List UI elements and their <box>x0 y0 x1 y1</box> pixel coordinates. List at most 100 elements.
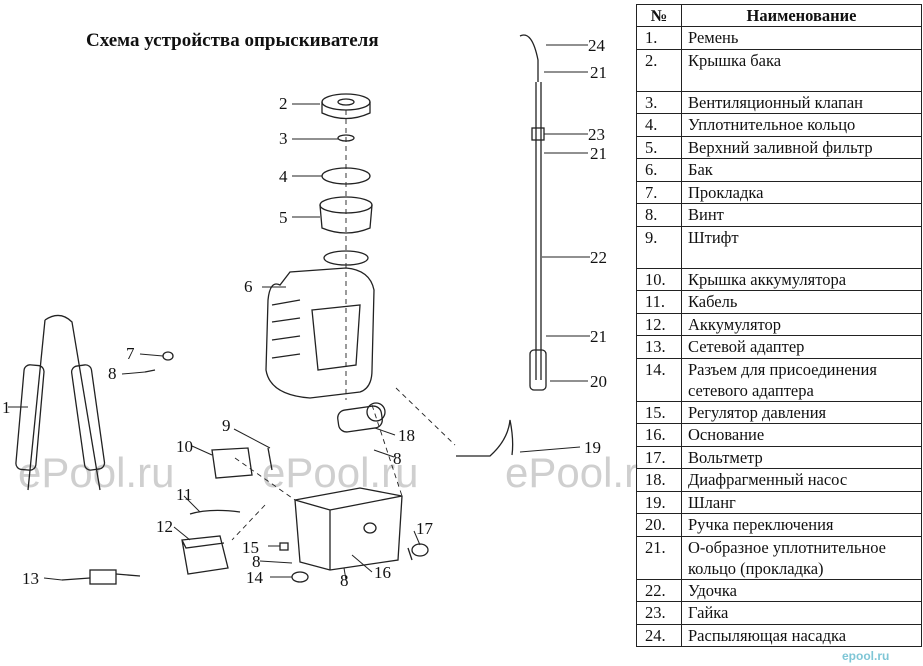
table-row: 21.О-образное уплотнительное кольцо (про… <box>636 535 922 580</box>
table-row: 19.Шланг <box>636 490 922 514</box>
callout-23: 23 <box>588 125 605 144</box>
row-number: 3. <box>636 90 682 114</box>
table-row: 17.Вольтметр <box>636 445 922 469</box>
row-number: 16. <box>636 423 682 447</box>
battery-part <box>181 535 229 575</box>
row-name: Ремень <box>681 26 922 50</box>
table-row: 3.Вентиляционный клапан <box>636 90 922 114</box>
row-number: 6. <box>636 158 682 182</box>
hose-part <box>456 419 514 457</box>
callout-17: 17 <box>416 519 434 538</box>
callout-10: 10 <box>176 437 193 456</box>
row-number: 2. <box>636 48 682 92</box>
row-name: Ручка переключения <box>681 513 922 537</box>
callout-24: 24 <box>588 36 606 55</box>
callout-21c: 21 <box>590 327 607 346</box>
row-number: 14. <box>636 357 682 402</box>
table-row: 20.Ручка переключения <box>636 513 922 537</box>
row-name: Основание <box>681 423 922 447</box>
row-number: 10. <box>636 267 682 291</box>
row-number: 22. <box>636 578 682 602</box>
exploded-view: ePool.ru ePool.ru ePool.ru <box>2 34 640 590</box>
watermark-3: ePool.ru <box>505 449 640 496</box>
pump-part <box>337 402 386 433</box>
row-name: Прокладка <box>681 180 922 204</box>
table-row: 9.Штифт <box>636 225 922 269</box>
row-number: 17. <box>636 445 682 469</box>
callout-13: 13 <box>22 569 39 588</box>
table-row: 8.Винт <box>636 203 922 227</box>
row-name: Диафрагменный насос <box>681 468 922 492</box>
tank-part <box>265 250 375 399</box>
pin-part <box>267 447 273 471</box>
table-row: 7.Прокладка <box>636 180 922 204</box>
row-name: Верхний заливной фильтр <box>681 135 922 159</box>
table-row: 18.Диафрагменный насос <box>636 468 922 492</box>
callout-18: 18 <box>398 426 415 445</box>
row-number: 1. <box>636 26 682 50</box>
table-row: 1.Ремень <box>636 26 922 50</box>
row-name: Штифт <box>681 225 922 269</box>
row-name: О-образное уплотнительное кольцо (прокла… <box>681 535 922 580</box>
row-name: Вольтметр <box>681 445 922 469</box>
callout-16: 16 <box>374 563 391 582</box>
corner-logo-text: epool.ru <box>842 649 889 663</box>
callout-labels: 1 2 3 4 5 6 7 8 9 10 11 12 13 14 15 8 16… <box>2 36 607 590</box>
row-name: Сетевой адаптер <box>681 335 922 359</box>
callout-8a: 8 <box>108 364 117 383</box>
gasket-part <box>162 351 174 361</box>
callout-2: 2 <box>279 94 288 113</box>
assembly-lines <box>231 110 456 541</box>
row-number: 13. <box>636 335 682 359</box>
row-name: Аккумулятор <box>681 312 922 336</box>
row-number: 11. <box>636 290 682 314</box>
screw-part-a <box>144 369 156 373</box>
lance-part <box>519 34 547 391</box>
callout-5: 5 <box>279 208 288 227</box>
callout-1: 1 <box>2 398 11 417</box>
table-row: 13.Сетевой адаптер <box>636 335 922 359</box>
callout-19: 19 <box>584 438 601 457</box>
diagram-title: Схема устройства опрыскивателя <box>86 30 379 51</box>
row-name: Гайка <box>681 601 922 625</box>
watermark-1: ePool.ru <box>18 449 174 496</box>
table-row: 24.Распыляющая насадка <box>636 623 922 647</box>
callout-21a: 21 <box>590 63 607 82</box>
row-name: Винт <box>681 203 922 227</box>
leader-lines <box>8 44 590 581</box>
row-number: 24. <box>636 623 682 647</box>
row-number: 23. <box>636 601 682 625</box>
table-row: 14.Разъем для присоединения сетевого ада… <box>636 357 922 402</box>
row-number: 9. <box>636 225 682 269</box>
sprayer-diagram: ePool.ru ePool.ru ePool.ru <box>2 30 640 590</box>
row-name: Вентиляционный клапан <box>681 90 922 114</box>
callout-8b: 8 <box>252 552 261 571</box>
callout-4: 4 <box>279 167 288 186</box>
table-row: 15.Регулятор давления <box>636 400 922 424</box>
table-row: 23.Гайка <box>636 601 922 625</box>
callout-8c: 8 <box>393 449 402 468</box>
callout-21b: 21 <box>590 144 607 163</box>
row-number: 8. <box>636 203 682 227</box>
table-row: 5.Верхний заливной фильтр <box>636 135 922 159</box>
row-number: 21. <box>636 535 682 580</box>
row-name: Бак <box>681 158 922 182</box>
callout-20: 20 <box>590 372 607 391</box>
column-header-number: № <box>636 4 682 27</box>
callout-15: 15 <box>242 538 259 557</box>
cable-part <box>189 509 241 515</box>
row-name: Шланг <box>681 490 922 514</box>
row-number: 19. <box>636 490 682 514</box>
column-header-name: Наименование <box>681 4 922 27</box>
callout-9: 9 <box>222 416 231 435</box>
table-row: 4.Уплотнительное кольцо <box>636 113 922 137</box>
callout-14: 14 <box>246 568 264 587</box>
battery-cover-part <box>211 447 253 479</box>
callout-12: 12 <box>156 517 173 536</box>
table-row: 12.Аккумулятор <box>636 312 922 336</box>
adapter-part <box>61 569 141 585</box>
row-name: Распыляющая насадка <box>681 623 922 647</box>
row-number: 20. <box>636 513 682 537</box>
row-number: 4. <box>636 113 682 137</box>
row-name: Регулятор давления <box>681 400 922 424</box>
